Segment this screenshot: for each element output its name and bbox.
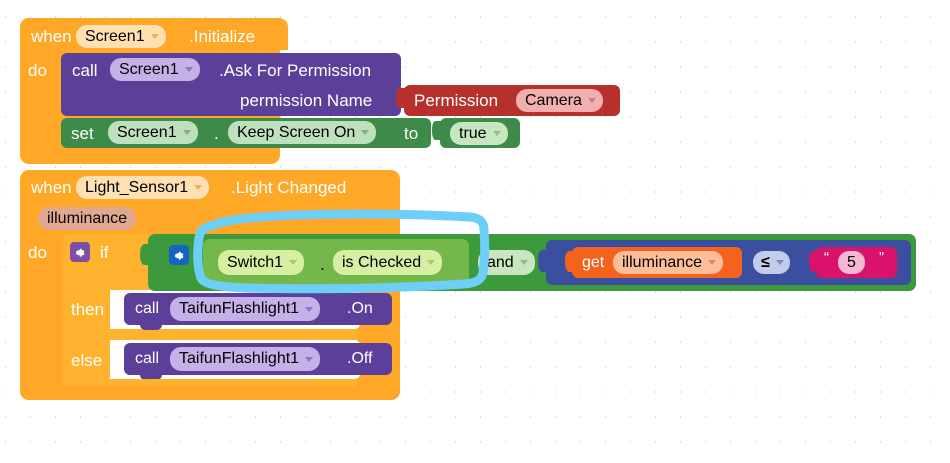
- arg-label-permission-name: permission Name: [240, 91, 373, 110]
- permission-label: Permission: [414, 91, 499, 110]
- property-dropdown-is-checked[interactable]: is Checked: [333, 250, 443, 275]
- method-label-off: .Off: [347, 350, 373, 367]
- operator-dropdown-and[interactable]: and: [478, 250, 535, 275]
- setter-dot: .: [214, 124, 219, 143]
- to-label: to: [404, 124, 419, 143]
- do-label-1: do: [28, 61, 47, 80]
- property-dropdown-is-checked-text: is Checked: [342, 253, 422, 271]
- set-label: set: [71, 124, 94, 143]
- if-label: if: [100, 243, 109, 262]
- chevron-down-icon: [492, 131, 501, 136]
- chevron-down-icon: [182, 130, 191, 135]
- event-name-label-2: .Light Changed: [231, 178, 347, 197]
- component-dropdown-flashlight-off-text: TaifunFlashlight1: [179, 350, 300, 367]
- else-label: else: [71, 351, 103, 370]
- component-dropdown-screen1-call[interactable]: Screen1: [110, 58, 200, 81]
- switch-getter-dot: .: [320, 254, 326, 274]
- component-dropdown-screen1-set[interactable]: Screen1: [108, 121, 198, 144]
- method-label-ask-for-permission: .Ask For Permission: [219, 61, 372, 80]
- block-flashlight-on-bottom-notch: [140, 322, 162, 330]
- chevron-down-icon: [587, 98, 596, 103]
- chevron-down-icon: [361, 130, 370, 135]
- then-label: then: [71, 300, 105, 319]
- chevron-down-icon: [775, 260, 784, 265]
- chevron-down-icon: [305, 356, 314, 362]
- property-dropdown-keep-screen-on-text: Keep Screen On: [237, 123, 356, 141]
- variable-dropdown-illuminance[interactable]: illuminance: [613, 251, 724, 274]
- chevron-down-icon: [289, 260, 298, 265]
- event-parameter-illuminance[interactable]: illuminance: [38, 207, 137, 230]
- socket-permission-name: [396, 88, 406, 108]
- component-dropdown-switch1-text: Switch1: [227, 253, 284, 271]
- chevron-down-icon: [427, 260, 436, 265]
- block-light-changed-footer: [20, 386, 400, 400]
- component-dropdown-screen1-event[interactable]: Screen1: [76, 25, 166, 48]
- get-label: get: [582, 254, 605, 271]
- when-label-1: when: [31, 27, 72, 46]
- component-dropdown-flashlight-off[interactable]: TaifunFlashlight1: [170, 347, 321, 371]
- event-parameter-illuminance-text: illuminance: [47, 209, 128, 227]
- logic-dropdown-true-text: true: [459, 124, 487, 142]
- socket-if-condition: [140, 244, 151, 265]
- socket-compare-right: [809, 251, 819, 272]
- if-mutator-gear-icon[interactable]: [70, 242, 90, 262]
- permission-dropdown-camera[interactable]: Camera: [516, 89, 603, 112]
- socket-keep-screen-on-value: [432, 121, 441, 140]
- logic-dropdown-true[interactable]: true: [450, 122, 508, 145]
- component-dropdown-switch1[interactable]: Switch1: [218, 250, 305, 275]
- component-dropdown-flashlight-on[interactable]: TaifunFlashlight1: [170, 297, 321, 321]
- socket-compare-left: [565, 251, 575, 272]
- chevron-down-icon: [708, 260, 717, 265]
- text-input-five-value: 5: [847, 253, 856, 271]
- component-dropdown-flashlight-on-text: TaifunFlashlight1: [179, 300, 300, 317]
- call-label-1: call: [72, 61, 98, 80]
- operator-dropdown-compare-text: ≤: [761, 253, 770, 271]
- chevron-down-icon: [519, 260, 528, 265]
- operator-dropdown-and-text: and: [487, 253, 514, 271]
- event-name-label-1: .Initialize: [189, 27, 256, 46]
- block-screen-initialize-footer: [20, 148, 280, 164]
- component-dropdown-screen1-set-text: Screen1: [117, 123, 177, 141]
- variable-dropdown-illuminance-text: illuminance: [622, 253, 703, 271]
- component-dropdown-screen1-call-text: Screen1: [119, 60, 179, 78]
- block-ask-for-permission-top-notch: [76, 53, 98, 60]
- method-label-on: .On: [347, 300, 373, 317]
- chevron-down-icon: [305, 306, 314, 312]
- and-mutator-gear-icon[interactable]: [169, 245, 189, 265]
- chevron-down-icon: [184, 67, 193, 72]
- socket-and-right-operand: [538, 250, 549, 272]
- chevron-down-icon: [194, 185, 203, 190]
- do-label-2: do: [28, 243, 47, 262]
- when-label-2: when: [31, 178, 72, 197]
- operator-dropdown-compare[interactable]: ≤: [753, 251, 790, 274]
- permission-dropdown-camera-text: Camera: [525, 91, 582, 109]
- component-dropdown-screen1-event-text: Screen1: [85, 27, 145, 45]
- text-close-quote: ”: [879, 249, 884, 266]
- text-open-quote: “: [824, 249, 829, 266]
- text-input-five[interactable]: 5: [838, 251, 865, 274]
- block-flashlight-off-bottom-notch: [140, 372, 162, 380]
- chevron-down-icon: [150, 34, 159, 39]
- property-dropdown-keep-screen-on[interactable]: Keep Screen On: [228, 121, 377, 144]
- call-label-3: call: [135, 350, 160, 367]
- component-dropdown-light-sensor[interactable]: Light_Sensor1: [76, 176, 210, 199]
- call-label-2: call: [135, 300, 160, 317]
- component-dropdown-light-sensor-text: Light_Sensor1: [85, 178, 189, 196]
